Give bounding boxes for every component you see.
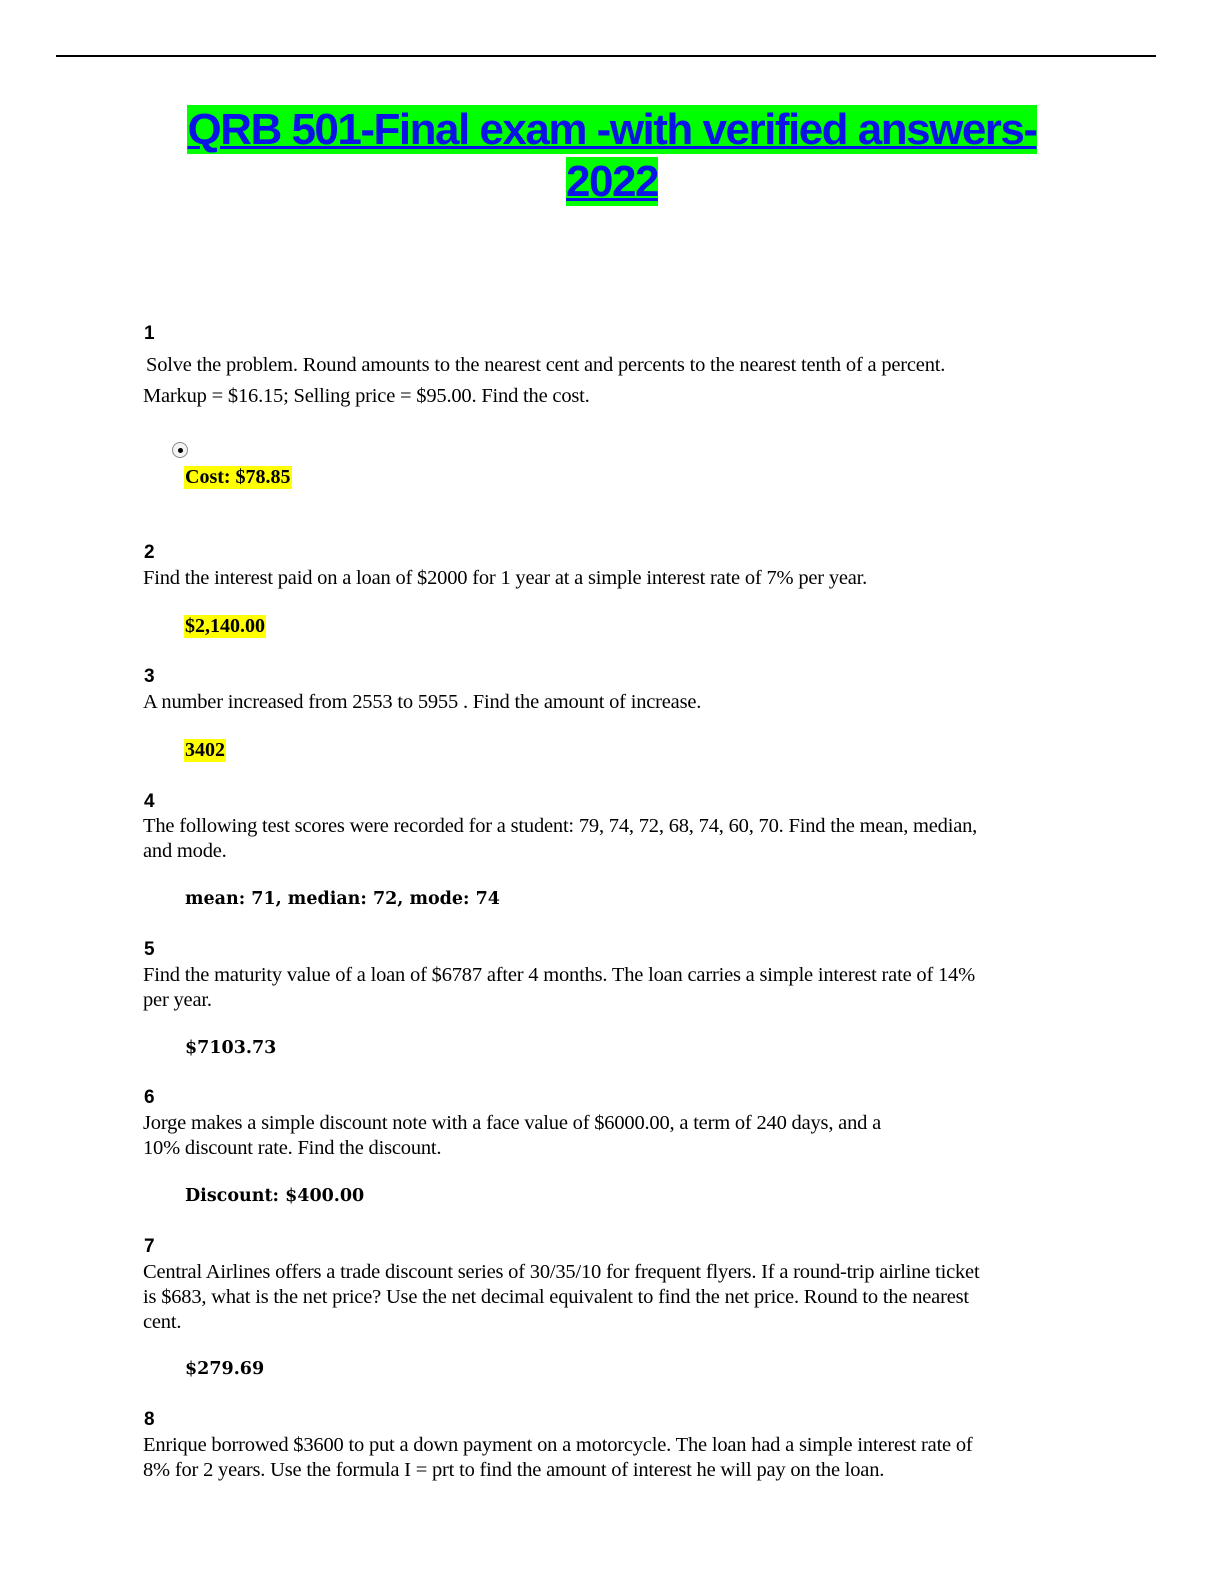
question-text: Enrique borrowed $3600 to put a down pay… [143,1434,973,1456]
question-number: 4 [144,791,155,812]
question-number: 7 [144,1236,155,1257]
question-text: 8% for 2 years. Use the formula I = prt … [143,1459,885,1481]
answer-highlighted: $2,140.00 [184,615,266,638]
answer-highlighted: Cost: $78.85 [184,466,292,489]
question-text: Jorge makes a simple discount note with … [143,1112,882,1134]
question-number: 1 [144,323,155,344]
document-title-line2[interactable]: 2022 [566,157,659,206]
question-text: Central Airlines offers a trade discount… [143,1261,980,1283]
question-text: and mode. [143,840,227,862]
question-text: A number increased from 2553 to 5955 . F… [143,691,702,713]
question-text: cent. [143,1311,182,1333]
answer-highlighted: 3402 [184,739,226,762]
question-text: Markup = $16.15; Selling price = $95.00.… [143,385,590,407]
radio-selected-icon[interactable] [172,442,188,458]
answer: Discount: $400.00 [185,1186,365,1206]
question-number: 5 [144,939,155,960]
question-number: 8 [144,1409,155,1430]
question-text: per year. [143,989,212,1011]
document-title-line1[interactable]: QRB 501-Final exam -with verified answer… [187,105,1038,154]
question-text: The following test scores were recorded … [143,815,978,837]
question-text: Solve the problem. Round amounts to the … [146,354,946,376]
question-text: is $683, what is the net price? Use the … [143,1286,969,1308]
question-text: Find the maturity value of a loan of $67… [143,964,975,986]
question-number: 2 [144,542,155,563]
header-rule [56,55,1156,57]
question-text: Find the interest paid on a loan of $200… [143,567,868,589]
answer: $279.69 [185,1359,265,1379]
question-number: 3 [144,666,155,687]
answer: mean: 71, median: 72, mode: 74 [185,889,500,909]
question-text: 10% discount rate. Find the discount. [143,1137,442,1159]
answer: $7103.73 [185,1038,277,1058]
question-number: 6 [144,1087,155,1108]
